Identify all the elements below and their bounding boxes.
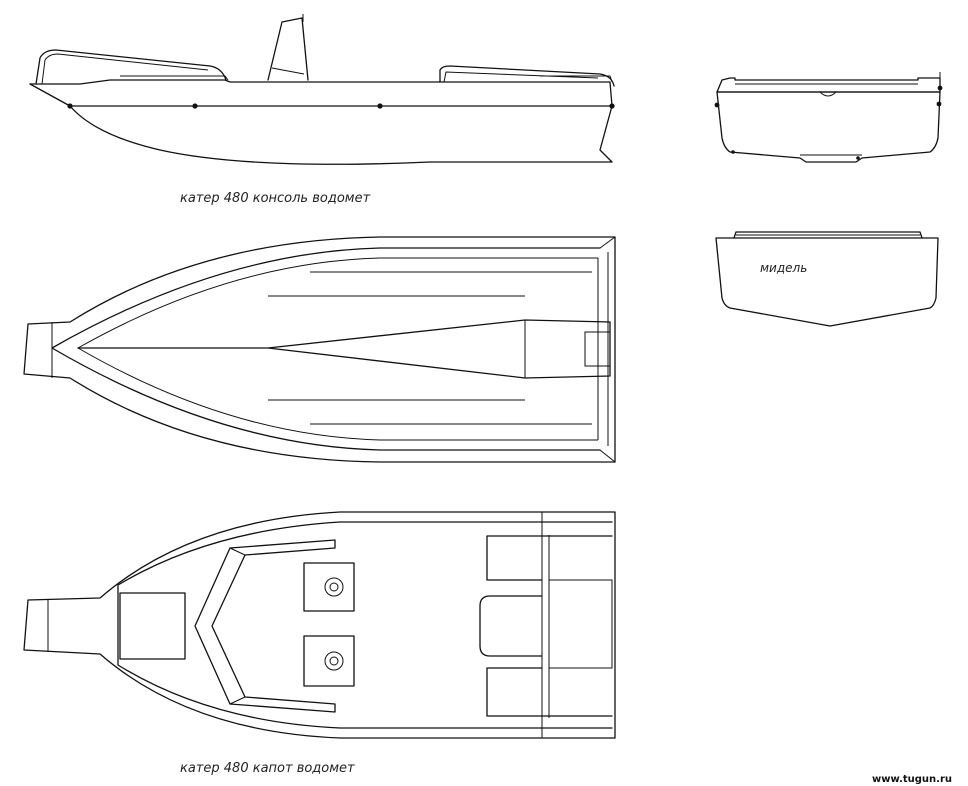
aft-engine-box <box>479 595 543 657</box>
deck-inner-gunwale <box>117 521 613 729</box>
midship-outline <box>715 237 939 327</box>
bottom-chine <box>51 247 601 451</box>
deck-plan-hood <box>23 511 616 739</box>
bottom-corner <box>599 236 616 249</box>
bow-rail <box>35 49 227 85</box>
console-windshield <box>267 17 309 81</box>
bottom-jet-intake <box>584 331 611 367</box>
bottom-keel-tunnel <box>77 319 611 379</box>
stern-rail-inner <box>443 71 599 83</box>
side-view-console <box>29 14 615 165</box>
transom-node <box>937 85 943 91</box>
transom-notch <box>819 91 837 97</box>
bottom-inner-chine <box>76 257 598 441</box>
console-seam <box>271 67 305 75</box>
aft-transom-well <box>548 579 613 669</box>
transom-deck <box>716 77 941 93</box>
bottom-view <box>23 236 616 463</box>
midship-deck <box>733 231 923 239</box>
bottom-corner <box>599 449 616 463</box>
aft-locker-starboard <box>486 667 613 717</box>
transom-view <box>714 72 943 163</box>
deck-outer-outline <box>23 511 616 739</box>
transom-node <box>856 156 860 160</box>
seat-pedestal-outer <box>324 651 344 671</box>
aft-locker-port <box>486 535 613 581</box>
side-node <box>67 103 73 109</box>
watermark-site: www.tugun.ru <box>872 774 952 785</box>
transom-outline <box>716 91 941 163</box>
bottom-hull-outline <box>23 236 616 463</box>
label-midship: мидель <box>760 261 807 275</box>
side-deck <box>29 79 613 107</box>
stern-rail <box>439 65 615 87</box>
seat-pedestal-inner <box>329 582 339 592</box>
transom-node <box>936 101 942 107</box>
seat-pedestal-inner <box>329 656 339 666</box>
side-node <box>609 103 615 109</box>
hood-seam <box>229 547 246 556</box>
transom-node <box>731 150 735 154</box>
side-hull <box>29 83 613 165</box>
bow-hatch <box>119 592 186 660</box>
caption-hood: катер 480 капот водомет <box>180 761 355 776</box>
seat-starboard <box>303 635 355 687</box>
side-node <box>377 103 383 109</box>
side-node <box>192 103 198 109</box>
hood-windscreen <box>194 539 336 713</box>
seat-port <box>303 562 355 612</box>
seat-pedestal-outer <box>324 577 344 597</box>
bow-rail-inner <box>41 53 209 85</box>
transom-node <box>714 102 720 108</box>
midship-section <box>715 231 939 327</box>
caption-console: катер 480 консоль водомет <box>180 191 371 206</box>
hood-seam <box>229 696 246 705</box>
